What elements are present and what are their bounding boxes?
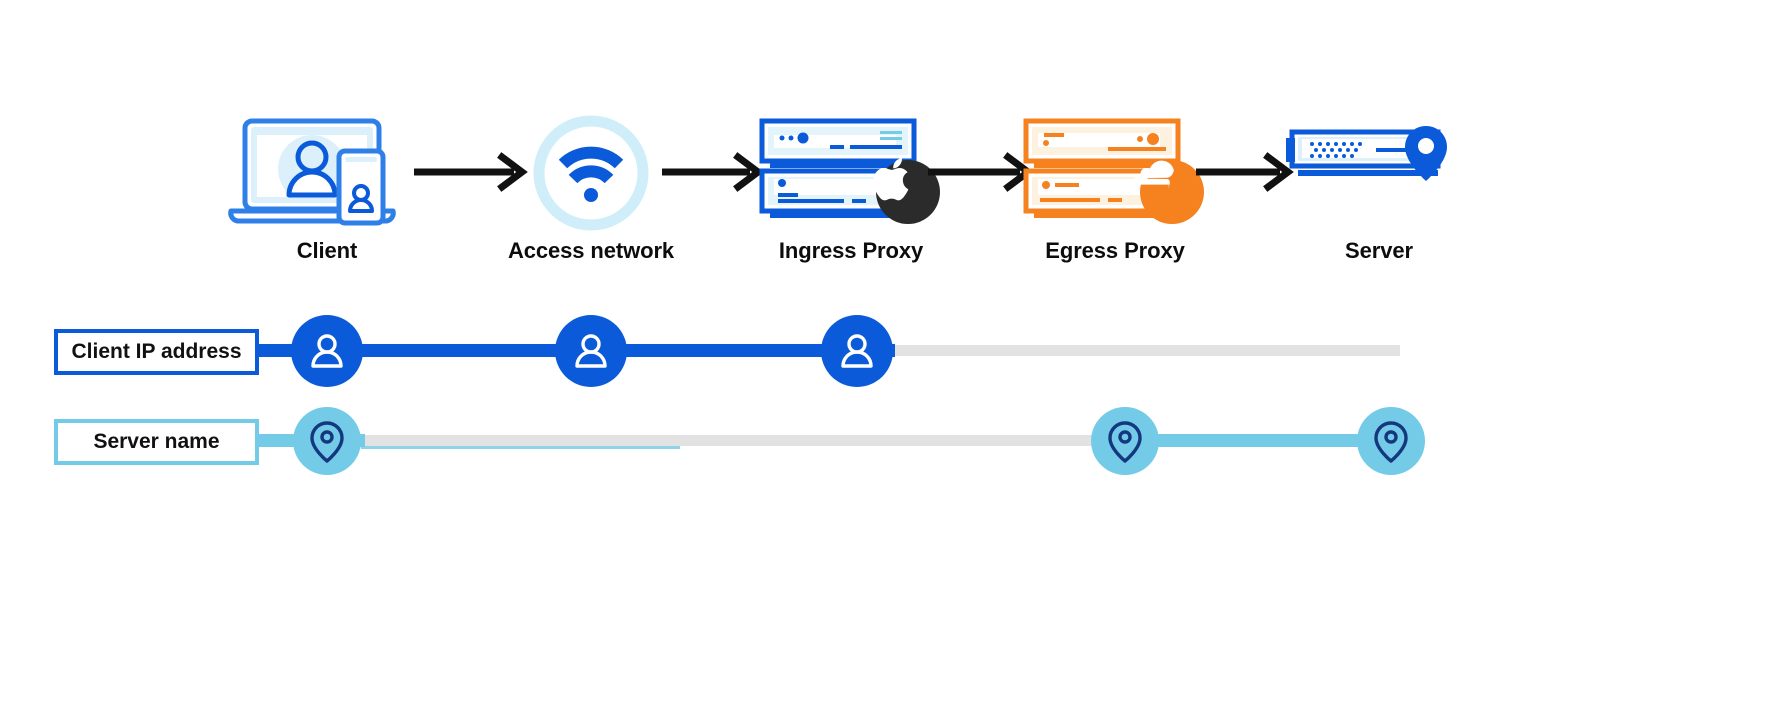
pipeline-node-client: Client — [212, 108, 442, 264]
arrow-client-to-access — [414, 152, 528, 192]
server-artwork — [1264, 108, 1494, 238]
track-label-client-ip-address: Client IP address — [54, 329, 259, 375]
server-rack-pin-icon — [1286, 126, 1447, 181]
pipeline-label-server: Server — [1345, 238, 1413, 263]
track-label-text: Client IP address — [71, 340, 242, 363]
pipeline-node-server: Server — [1264, 108, 1494, 264]
track-label-text: Server name — [93, 430, 220, 453]
server-name-node-egress-proxy[interactable] — [1091, 407, 1159, 475]
arrow-access-to-ingress — [662, 152, 764, 192]
server-name-track-active-right-segment — [1110, 434, 1400, 447]
pipeline-label-access-network: Access network — [507, 238, 675, 263]
server-name-track-faint-segment — [361, 446, 680, 449]
arrow-right-icon — [1196, 152, 1294, 192]
access-network-artwork — [476, 108, 706, 238]
pipeline-node-egress-proxy: Egress Proxy — [1000, 108, 1230, 264]
user-icon — [575, 334, 607, 368]
server-name-track-inactive-segment — [361, 435, 1096, 446]
server-rack-blue-icon — [759, 118, 940, 224]
arrow-egress-to-server — [1196, 152, 1294, 192]
egress-proxy-artwork — [1000, 108, 1230, 238]
laptop-phone-user-icon — [228, 118, 396, 226]
pipeline-label-egress-proxy: Egress Proxy — [1045, 238, 1185, 263]
client-ip-track-inactive-segment — [880, 345, 1400, 356]
pipeline-node-access-network: Access network — [476, 108, 706, 264]
server-name-node-client[interactable] — [293, 407, 361, 475]
ingress-proxy-artwork — [736, 108, 966, 238]
arrow-right-icon — [414, 152, 528, 192]
pipeline-node-ingress-proxy: Ingress Proxy — [736, 108, 966, 264]
track-label-server-name: Server name — [54, 419, 259, 465]
client-artwork — [212, 108, 442, 238]
client-ip-node-client[interactable] — [291, 315, 363, 387]
arrow-right-icon — [662, 152, 764, 192]
pipeline-label-client: Client — [296, 238, 358, 263]
server-rack-orange-icon — [1023, 118, 1204, 224]
location-pin-icon — [310, 421, 344, 463]
client-ip-node-ingress-proxy[interactable] — [821, 315, 893, 387]
location-pin-icon — [1374, 421, 1408, 463]
user-icon — [841, 334, 873, 368]
user-icon — [311, 334, 343, 368]
client-ip-node-access-network[interactable] — [555, 315, 627, 387]
pipeline-label-ingress-proxy: Ingress Proxy — [778, 238, 924, 263]
location-pin-icon — [1108, 421, 1142, 463]
wifi-circle-icon — [533, 115, 649, 231]
server-name-node-server[interactable] — [1357, 407, 1425, 475]
